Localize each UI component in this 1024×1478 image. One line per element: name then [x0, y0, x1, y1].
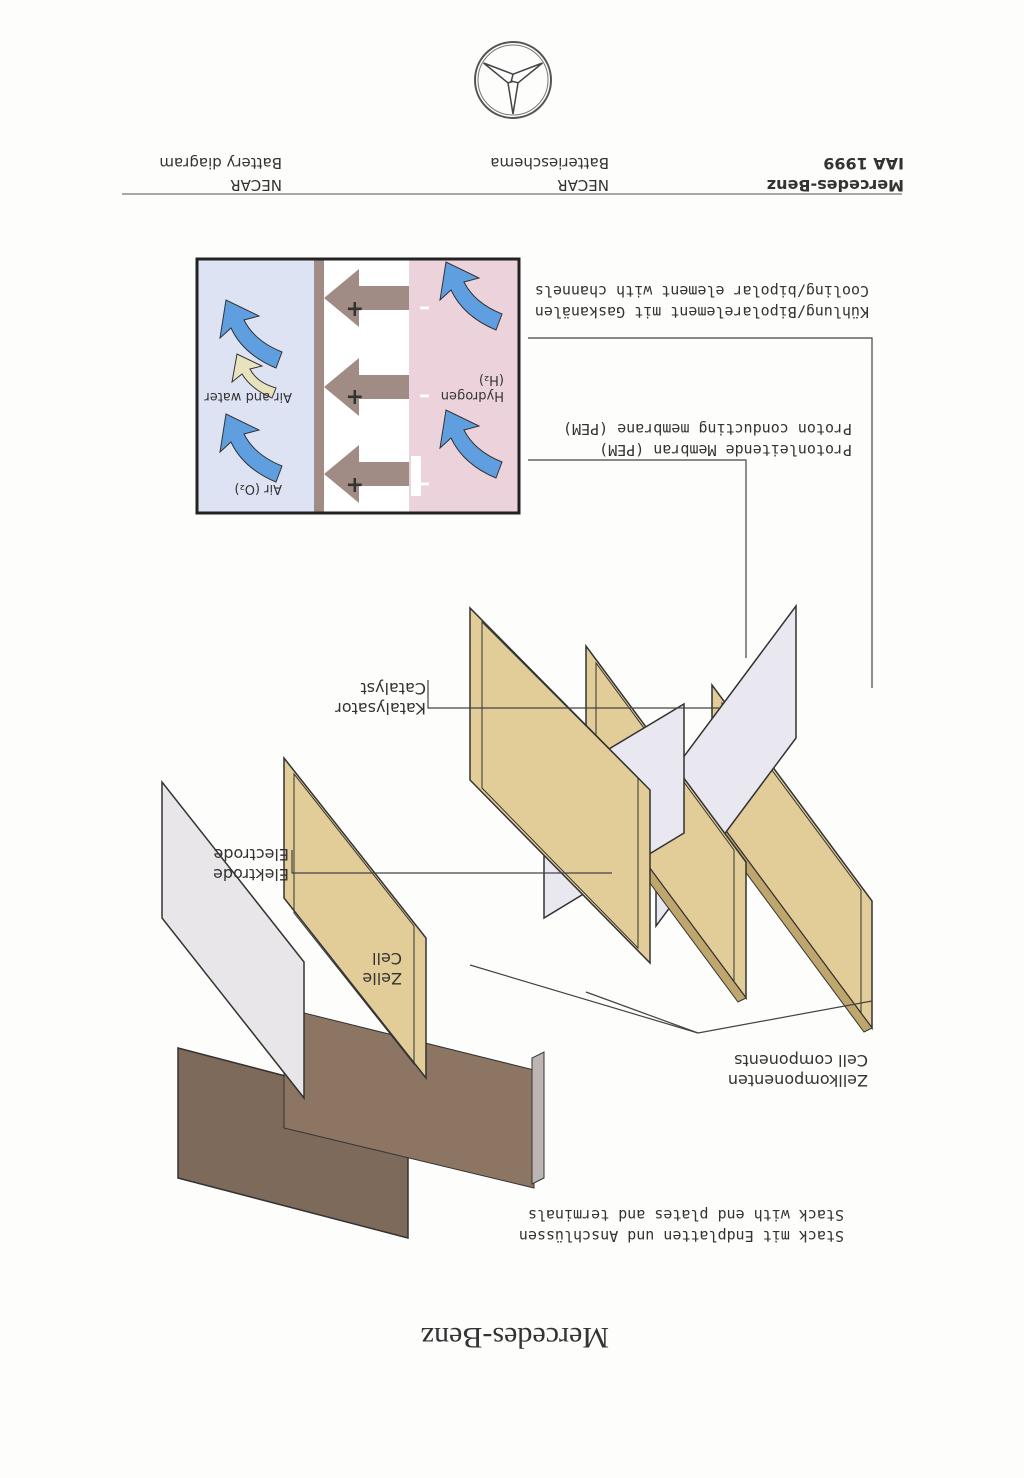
stack-end-plate-face: [293, 772, 415, 1066]
hydrogen-arrow: [439, 261, 503, 331]
callout-membrane-en: Proton conducting membrane (PEM): [563, 420, 852, 438]
inset-air-water-label: Air and water: [204, 389, 292, 404]
leader-cell-components: [585, 991, 699, 1034]
leader-membrane: [528, 459, 747, 658]
mercedes-star-logo: [474, 41, 552, 119]
air-arrow: [219, 299, 283, 369]
callout-cell-components-en: Cell components: [734, 1051, 868, 1070]
callout-stack-de: Stack mit Endplatten und Anschlüssen: [518, 1227, 844, 1245]
hydrogen-label: Hydrogen: [440, 388, 504, 403]
bipolar-plate: [469, 606, 651, 965]
inset-minus-sign: –: [419, 296, 430, 321]
callout-catalyst-en: Catalyst: [360, 679, 426, 698]
stack-terminal-plate: [161, 779, 305, 1101]
inset-plus-sign: +: [345, 384, 364, 409]
callout-catalyst: Katalysator Catalyst: [335, 678, 426, 718]
inset-minus-sign: –: [419, 384, 430, 409]
proton-arrow: [324, 269, 409, 327]
callout-cooling-de: Kühlung/Bipolarelement mit Gaskanälen: [534, 303, 869, 321]
bipolar-plate-face: [481, 620, 639, 950]
callout-electrode: Elektrode Electrode: [213, 844, 289, 884]
footer-brand-wordmark: Mercedes-Benz: [420, 1321, 609, 1354]
inset-air-label: Air (O₂): [234, 481, 282, 496]
callout-cell-components-de: Zellkomponenten: [727, 1071, 868, 1090]
callout-cell-de: Zelle: [362, 969, 402, 988]
callout-stack-en: Stack with end plates and terminals: [527, 1206, 844, 1224]
air-arrow: [219, 413, 283, 483]
proton-arrow: [324, 445, 409, 503]
inset-minus-sign: –: [419, 472, 430, 497]
inset-membrane: [314, 259, 324, 513]
hydrogen-arrow: [439, 409, 503, 479]
leader-catalyst: [427, 680, 720, 709]
hydrogen-formula: (H₂): [478, 372, 504, 387]
callout-cell-components: Zellkomponenten Cell components: [728, 1050, 868, 1090]
callout-catalyst-de: Katalysator: [335, 699, 426, 718]
callout-electrode-en: Electrode: [213, 845, 289, 864]
inset-plus-sign: +: [345, 472, 364, 497]
callout-cooling-en: Cooling/bipolar element with channels: [534, 282, 869, 300]
callout-membrane-de: Protonleitende Membran (PEM): [599, 441, 852, 459]
callout-stack: Stack mit Endplatten und Anschlüssen Sta…: [519, 1204, 844, 1246]
fuel-cell-stack: [161, 755, 545, 1239]
cell-components: [469, 603, 873, 1033]
stack-side-rail: [531, 1051, 545, 1185]
leader-lines: [291, 337, 873, 1034]
callout-cell: Zelle Cell: [362, 948, 402, 988]
callout-cell-en: Cell: [372, 949, 402, 968]
stack-end-plate: [283, 755, 427, 1081]
reaction-inset: [195, 257, 521, 515]
leader-electrode: [291, 850, 612, 874]
inset-plus-sign: +: [345, 296, 364, 321]
leader-cell-components: [697, 1000, 873, 1034]
callout-cooling: Kühlung/Bipolarelement mit Gaskanälen Co…: [535, 280, 869, 322]
callout-membrane: Protonleitende Membran (PEM) Proton cond…: [563, 418, 852, 460]
proton-arrow: [324, 358, 409, 416]
callout-electrode-de: Elektrode: [213, 865, 289, 884]
inset-hydrogen-label: Hydrogen (H₂): [441, 371, 504, 403]
electron-channel: [411, 456, 421, 496]
water-arrow: [231, 353, 277, 399]
inset-frame: [195, 257, 521, 515]
leader-cooling: [528, 337, 873, 688]
leader-cell-components: [469, 964, 699, 1034]
